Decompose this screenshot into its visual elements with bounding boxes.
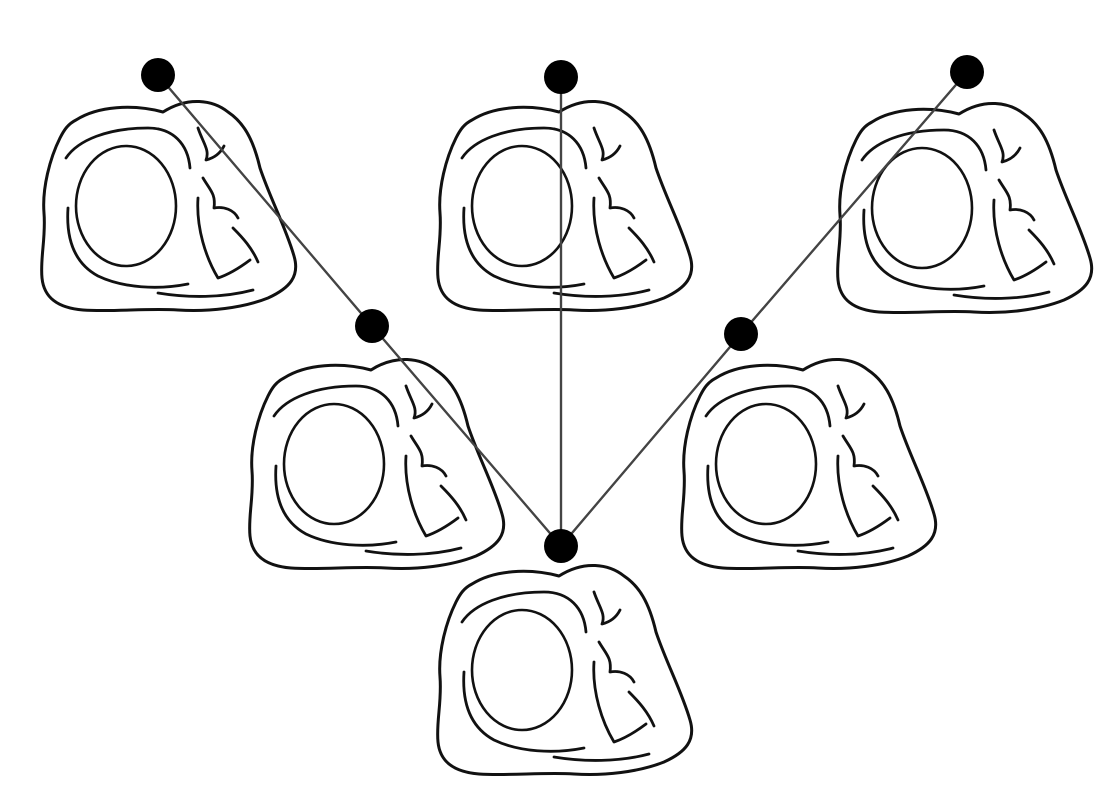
rock-speaker-top-center (438, 101, 692, 310)
node-top-left (141, 58, 175, 92)
node-middle-right (724, 317, 758, 351)
link-overlay-top-left (158, 75, 372, 326)
link-overlay-middle-left (372, 326, 561, 546)
rock-speaker-middle-right (682, 359, 936, 568)
rock-speaker-icon (250, 359, 504, 568)
rock-speaker-middle-left (250, 359, 504, 568)
rock-speaker-bottom-center (438, 565, 692, 774)
rock-speaker-top-right (838, 103, 1092, 312)
rock-speaker-icon (682, 359, 936, 568)
node-bottom-center (544, 529, 578, 563)
rock-speaker-top-left (42, 101, 296, 310)
rock-speaker-icon (438, 101, 692, 310)
node-top-center (544, 60, 578, 94)
link-overlay-middle-right (561, 334, 741, 546)
rock-speaker-icon (438, 565, 692, 774)
link-overlay-top-right (741, 72, 967, 334)
node-top-right (950, 55, 984, 89)
node-middle-left (355, 309, 389, 343)
rock-speaker-icon (42, 101, 296, 310)
rock-speaker-icon (838, 103, 1092, 312)
